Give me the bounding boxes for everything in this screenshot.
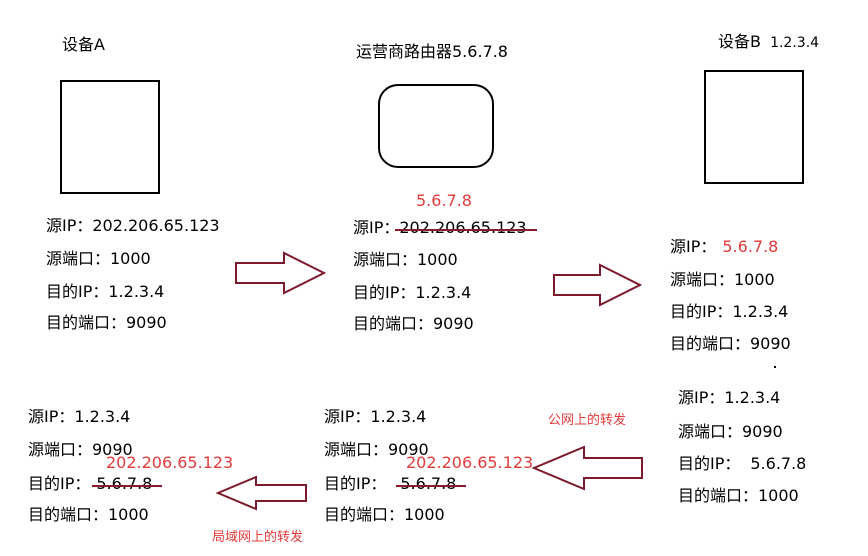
src-ip-value: 5.6.7.8 — [722, 237, 779, 256]
dst-ip-label: 目的IP： — [324, 474, 387, 493]
rewritten-src-ip: 5.6.7.8 — [416, 191, 472, 210]
packet-src-ip: 源IP：202.206.65.123 — [353, 218, 537, 238]
packet-dst-port: 目的端口：9090 — [46, 313, 167, 332]
packet-dst-port: 目的端口：9090 — [353, 314, 474, 333]
packet-dst-ip: 目的IP：5.6.7.8 — [28, 474, 163, 494]
stray-dot — [774, 366, 776, 368]
packet-src-port: 源端口：9090 — [28, 440, 133, 459]
packet-src-port: 源端口：1000 — [46, 249, 151, 268]
rewritten-dst-ip: 202.206.65.123 — [406, 453, 534, 472]
packet-src-ip: 源IP：1.2.3.4 — [324, 407, 427, 426]
dst-ip-label: 目的IP： — [28, 474, 91, 493]
arrow-left-1 — [531, 445, 643, 491]
device-a-box — [60, 80, 160, 194]
packet-src-ip: 源IP：1.2.3.4 — [28, 407, 131, 426]
packet-dst-ip: 目的IP：1.2.3.4 — [353, 283, 472, 302]
packet-src-ip: 源IP：1.2.3.4 — [678, 388, 781, 407]
packet-dst-ip: 目的IP： 5.6.7.8 — [678, 454, 806, 474]
public-forward-label: 公网上的转发 — [548, 413, 627, 428]
struck-src-ip: 202.206.65.123 — [395, 218, 537, 237]
packet-dst-port: 目的端口：1000 — [678, 486, 799, 505]
device-a-title: 设备A — [62, 35, 105, 54]
device-b-box — [704, 70, 804, 184]
arrow-right-1 — [235, 251, 327, 295]
packet-dst-ip: 目的IP：1.2.3.4 — [670, 302, 789, 321]
packet-dst-ip: 目的IP：1.2.3.4 — [46, 282, 165, 301]
packet-src-port: 源端口：9090 — [678, 422, 783, 441]
router-title: 运营商路由器5.6.7.8 — [356, 42, 508, 61]
src-ip-label: 源IP： — [670, 237, 717, 256]
packet-src-port: 源端口：1000 — [670, 270, 775, 289]
packet-dst-port: 目的端口：1000 — [324, 505, 445, 524]
dst-ip-value: 5.6.7.8 — [750, 454, 807, 473]
packet-src-ip: 源IP：202.206.65.123 — [46, 216, 220, 235]
packet-src-port: 源端口：1000 — [353, 250, 458, 269]
arrow-right-2 — [553, 263, 643, 307]
dst-ip-label: 目的IP： — [678, 454, 741, 473]
local-forward-label: 局域网上的转发 — [212, 530, 304, 545]
device-b-title: 设备B 1.2.3.4 — [718, 32, 819, 53]
arrow-left-2 — [215, 475, 307, 511]
packet-dst-port: 目的端口：9090 — [670, 334, 791, 353]
packet-src-ip: 源IP： 5.6.7.8 — [670, 237, 778, 257]
router-box — [378, 84, 494, 168]
packet-src-port: 源端口：9090 — [324, 440, 429, 459]
struck-dst-ip: 5.6.7.8 — [396, 474, 467, 493]
src-ip-label: 源IP： — [353, 218, 400, 237]
rewritten-dst-ip: 202.206.65.123 — [106, 453, 234, 472]
packet-dst-port: 目的端口：1000 — [28, 505, 149, 524]
struck-dst-ip: 5.6.7.8 — [92, 474, 163, 493]
packet-dst-ip: 目的IP： 5.6.7.8 — [324, 474, 467, 494]
device-b-ip: 1.2.3.4 — [770, 35, 820, 51]
device-b-name: 设备B — [718, 32, 761, 51]
